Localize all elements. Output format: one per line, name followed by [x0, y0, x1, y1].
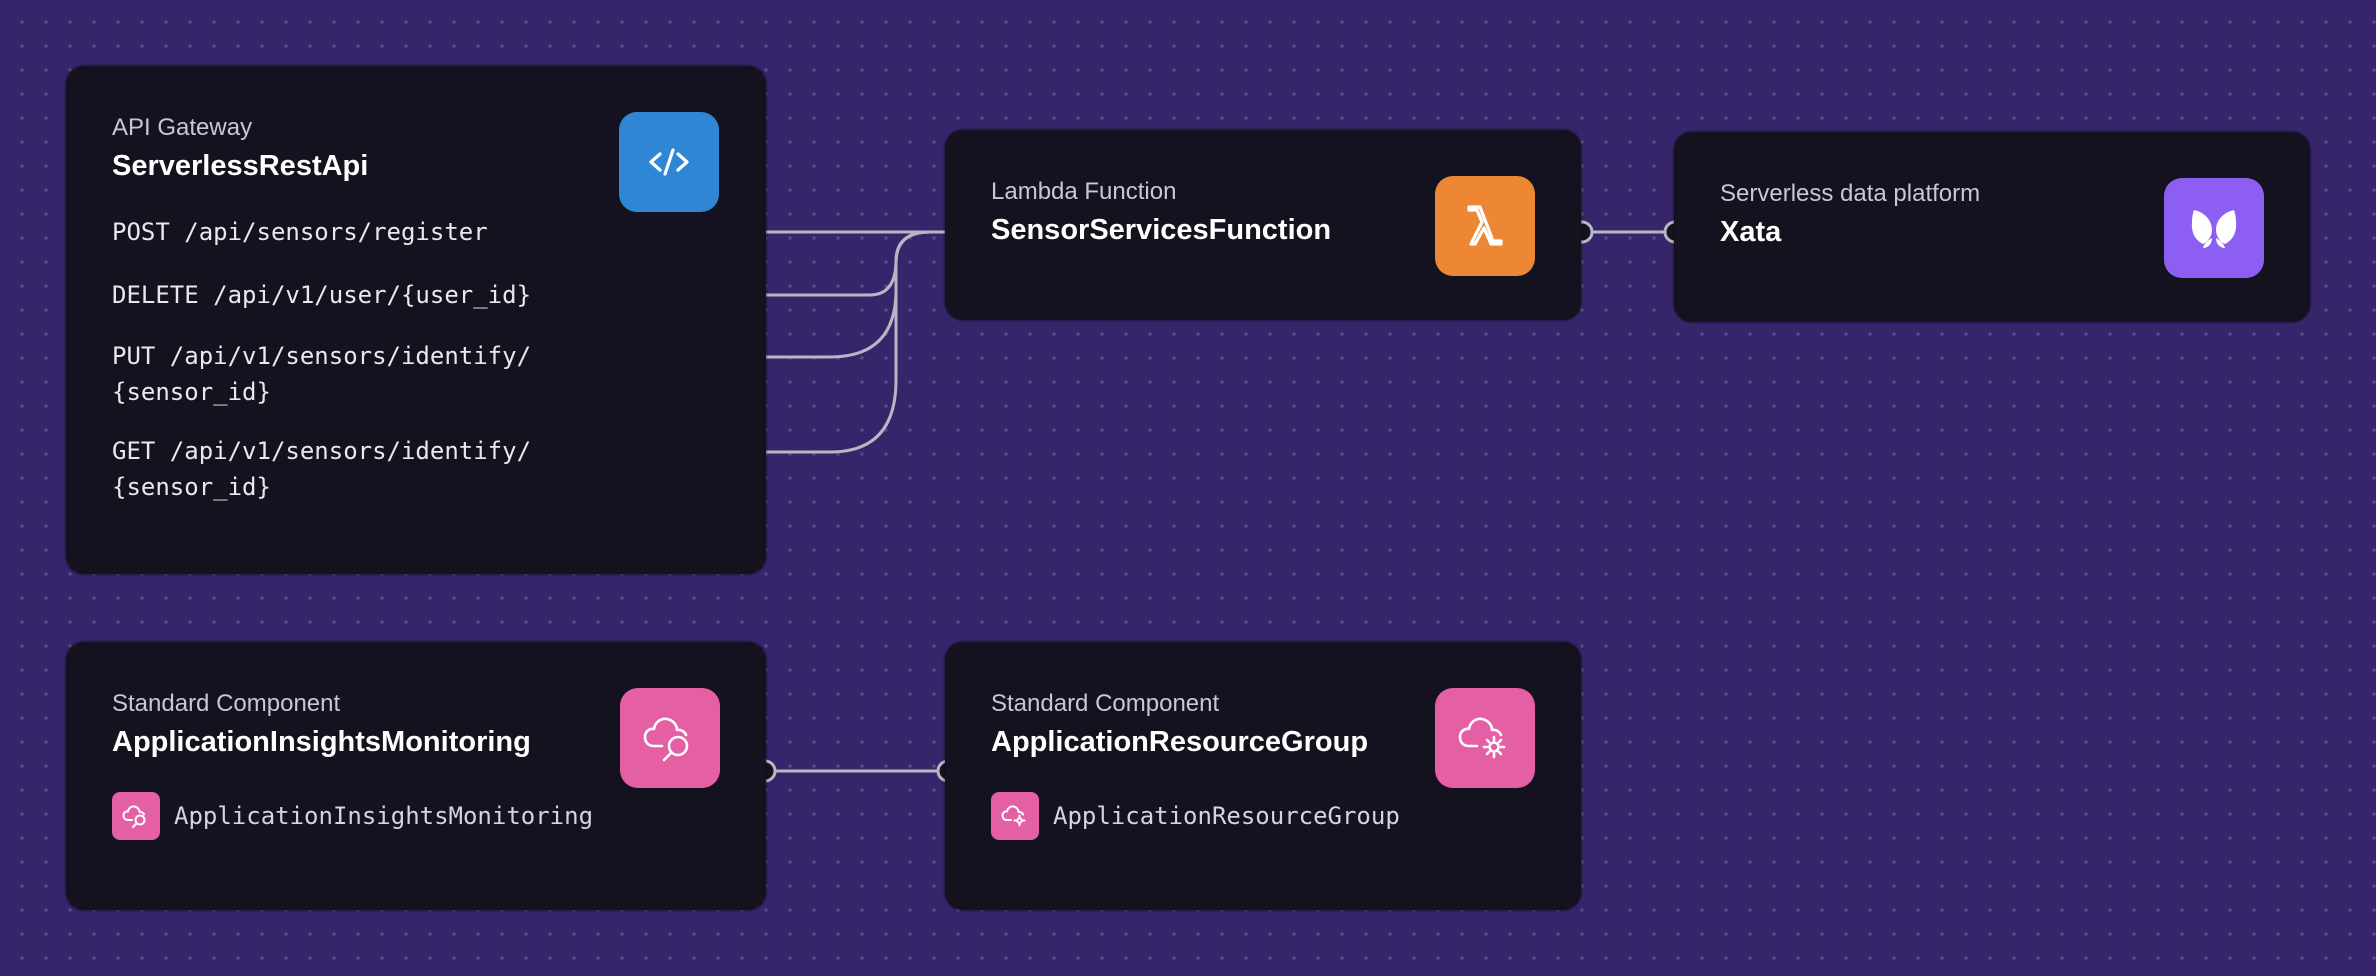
cloud-search-icon	[112, 792, 160, 840]
route-get-identify[interactable]: GET /api/v1/sensors/identify/ {sensor_id…	[112, 433, 531, 505]
component-item-label: ApplicationInsightsMonitoring	[174, 802, 594, 830]
node-kind-label: Serverless data platform	[1720, 180, 1981, 207]
cloud-gear-icon	[1435, 688, 1535, 788]
node-title: Xata	[1720, 216, 1782, 248]
lambda-icon	[1435, 176, 1535, 276]
route-put-identify[interactable]: PUT /api/v1/sensors/identify/ {sensor_id…	[112, 338, 531, 410]
code-brackets-icon	[619, 112, 719, 212]
cloud-search-icon	[620, 688, 720, 788]
cloud-gear-icon	[991, 792, 1039, 840]
route-text: DELETE /api/v1/user/{user_id}	[112, 281, 532, 309]
node-kind-label: Lambda Function	[991, 178, 1177, 205]
xata-node[interactable]: Serverless data platform Xata	[1674, 132, 2310, 322]
route-text-line2: {sensor_id}	[112, 473, 271, 501]
component-item-label: ApplicationResourceGroup	[1053, 802, 1400, 830]
node-kind-label: Standard Component	[991, 690, 1220, 717]
node-title: ApplicationResourceGroup	[991, 726, 1369, 758]
route-post-register[interactable]: POST /api/sensors/register	[112, 214, 488, 250]
component-item[interactable]: ApplicationResourceGroup	[991, 792, 1400, 840]
component-item[interactable]: ApplicationInsightsMonitoring	[112, 792, 593, 840]
node-title: SensorServicesFunction	[991, 214, 1332, 246]
route-text-line1: PUT /api/v1/sensors/identify/	[112, 342, 532, 370]
route-delete-user[interactable]: DELETE /api/v1/user/{user_id}	[112, 277, 531, 313]
xata-butterfly-icon	[2164, 178, 2264, 278]
route-text: POST /api/sensors/register	[112, 218, 488, 246]
node-kind-label: API Gateway	[112, 114, 253, 141]
application-resource-group-node[interactable]: Standard Component ApplicationResourceGr…	[945, 642, 1581, 910]
api-gateway-node[interactable]: API Gateway ServerlessRestApi POST /api/…	[66, 66, 766, 574]
application-insights-node[interactable]: Standard Component ApplicationInsightsMo…	[66, 642, 766, 910]
lambda-function-node[interactable]: Lambda Function SensorServicesFunction	[945, 130, 1581, 320]
route-text-line1: GET /api/v1/sensors/identify/	[112, 437, 532, 465]
route-text-line2: {sensor_id}	[112, 378, 271, 406]
node-kind-label: Standard Component	[112, 690, 341, 717]
node-title: ServerlessRestApi	[112, 150, 369, 182]
node-title: ApplicationInsightsMonitoring	[112, 726, 531, 758]
